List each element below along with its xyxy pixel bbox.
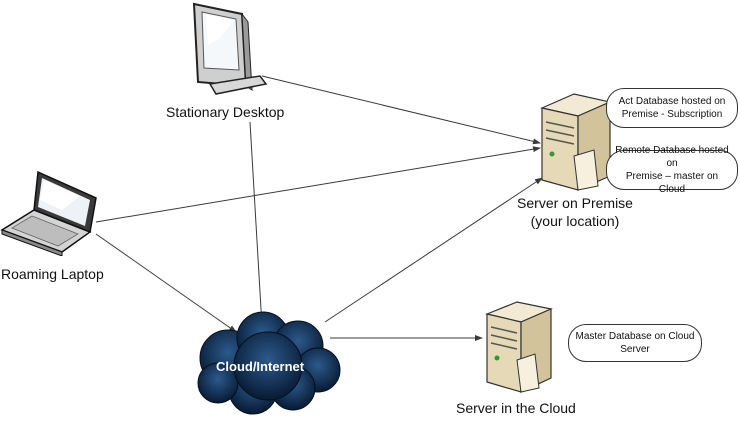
cloud-icon [197, 311, 341, 415]
connection-cloud-to-server-premise [324, 177, 543, 323]
connection-desktop-to-server-premise [261, 75, 541, 145]
callout-master-database: Master Database on Cloud Server [568, 324, 702, 362]
connection-laptop-to-cloud [95, 233, 237, 333]
server-cloud-label: Server in the Cloud [456, 400, 576, 416]
laptop-icon [0, 170, 97, 256]
laptop-label: Roaming Laptop [1, 266, 104, 282]
server-premise-label: Server on Premise (your location) [500, 194, 650, 230]
callout-act-database: Act Database hosted on Premise - Subscri… [606, 88, 738, 128]
server-cloud-icon [485, 301, 553, 393]
callout-remote-database: Remote Database hosted on Premise – mast… [606, 145, 738, 195]
callout-remote-database-line1: Remote Database hosted on [615, 145, 729, 169]
connection-desktop-to-cloud [249, 121, 265, 327]
desktop-monitor-icon [192, 2, 268, 95]
callout-master-database-line1: Master Database on Cloud [575, 331, 695, 342]
cloud-label: Cloud/Internet [216, 359, 305, 374]
callout-remote-database-line2: Premise – master on Cloud [625, 171, 719, 195]
connection-laptop-to-server-premise [95, 146, 541, 223]
server-premise-label-line1: Server on Premise [517, 195, 633, 211]
callout-master-database-line2: Server [620, 344, 650, 355]
callout-act-database-line1: Act Database hosted on [618, 96, 726, 107]
callout-act-database-line2: Premise - Subscription [621, 109, 723, 120]
desktop-label: Stationary Desktop [166, 104, 285, 120]
server-premise-label-line2: (your location) [530, 213, 620, 229]
server-premise-icon [540, 93, 612, 191]
